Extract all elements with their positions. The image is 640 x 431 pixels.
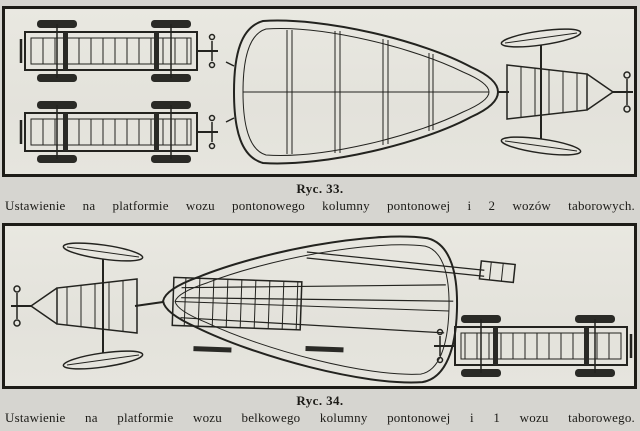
figure-33-caption: Ustawienie na platformie wozu pontonoweg…	[5, 198, 635, 213]
pontoon-boat	[225, 19, 500, 165]
figure-33-label: Ryc. 33.	[296, 181, 344, 196]
figure-33-plate	[2, 6, 637, 177]
beam-load	[180, 284, 454, 334]
pontoon-wagon-limber	[499, 24, 634, 160]
figure-33-figcaption: Ryc. 33. Ustawienie na platformie wozu p…	[2, 181, 638, 214]
figure-33: Ryc. 33. Ustawienie na platformie wozu p…	[2, 6, 638, 214]
wheel-mark-1	[193, 346, 232, 353]
figure-34-caption: Ustawienie na platformie wozu belkowego …	[5, 410, 635, 425]
supply-wagon-2	[19, 99, 220, 165]
figure-34-label: Ryc. 34.	[296, 393, 344, 408]
supply-wagon-3	[432, 313, 633, 379]
wagon-bed-frame	[171, 276, 303, 331]
beam-wagon-limber	[10, 238, 145, 374]
figure-34-figcaption: Ryc. 34. Ustawienie na platformie wozu b…	[2, 393, 638, 426]
limber-coupling	[134, 301, 164, 307]
beam-end-block	[478, 260, 516, 284]
supply-wagon-1	[19, 18, 220, 84]
figure-34-diagram	[10, 235, 633, 384]
figure-33-diagram	[19, 18, 634, 165]
protruding-beam	[306, 251, 485, 277]
figure-34-plate	[2, 223, 637, 389]
wheel-mark-2	[305, 346, 344, 353]
beam-wagon-with-pontoon	[162, 235, 516, 384]
figure-34: Ryc. 34. Ustawienie na platformie wozu b…	[2, 223, 638, 426]
